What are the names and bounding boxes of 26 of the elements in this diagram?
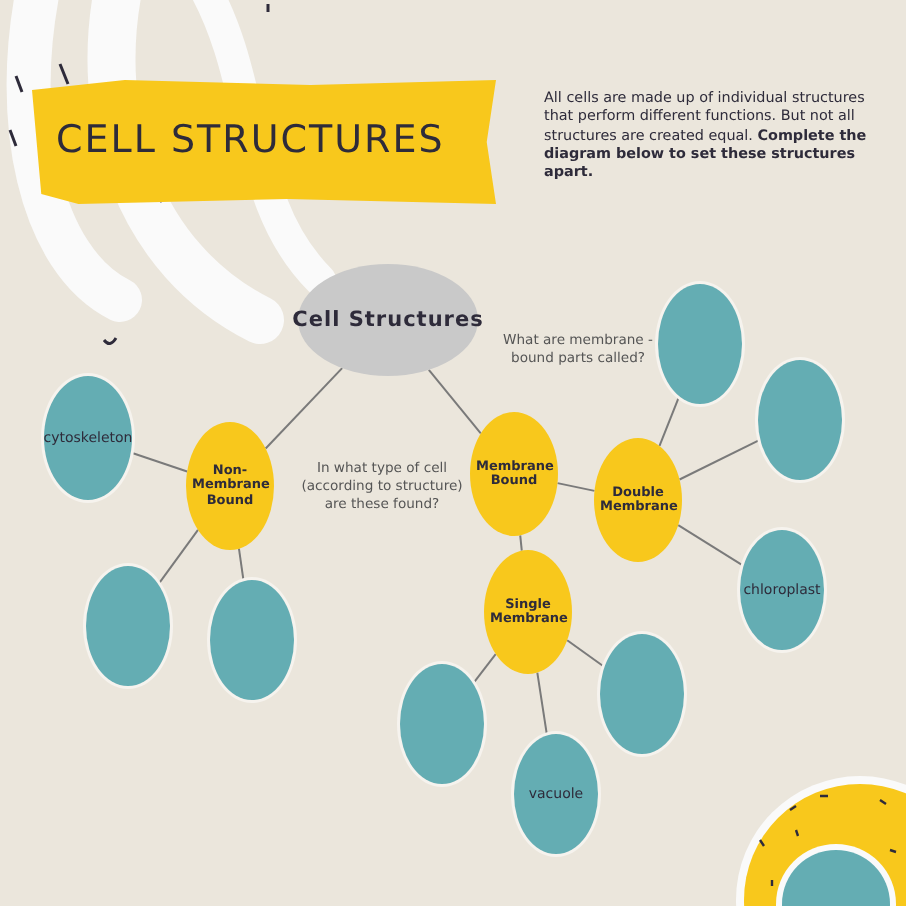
connector-line (472, 653, 497, 685)
connector-line (677, 524, 745, 567)
circle-node (210, 580, 294, 700)
node-label: Cell Structures (292, 307, 484, 333)
connector-line (157, 528, 199, 586)
connector-line (129, 451, 189, 473)
connector-line (566, 639, 606, 668)
circle-node (186, 422, 274, 550)
circle-node (758, 360, 842, 480)
circle-node (740, 530, 824, 650)
circle-node (86, 566, 170, 686)
connector-line (678, 438, 762, 481)
circle-node (658, 284, 742, 404)
circle-node (594, 438, 682, 562)
circle-node (600, 634, 684, 754)
circle-node (514, 734, 598, 854)
connector-line (237, 547, 245, 583)
connector-line (556, 482, 596, 492)
connector-line (519, 534, 523, 552)
connector-line (264, 367, 344, 450)
circle-node (400, 664, 484, 784)
connector-line (536, 671, 548, 737)
connector-line (427, 368, 482, 435)
title: CELL STRUCTURES (56, 118, 447, 162)
connector-line (658, 395, 681, 447)
circle-node (44, 376, 132, 500)
